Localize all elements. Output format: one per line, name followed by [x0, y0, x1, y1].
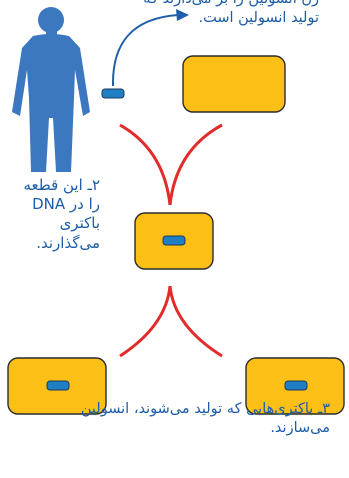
step2-caption-line: می‌گذارند.	[36, 233, 100, 252]
step3-caption: ۳ـ باکتری‌هایی که تولید می‌شوند، انسولین…	[80, 401, 330, 436]
divide-line-left	[119, 285, 172, 358]
merge-line-left	[119, 123, 172, 206]
insulin-gene-fragment	[101, 88, 125, 99]
divide-line-right	[168, 285, 223, 358]
step2-caption-line: را در DNA	[32, 195, 100, 214]
step2-caption: ۲ـ این قطعه را در DNA باکتری می‌گذارند.	[18, 176, 100, 253]
step1-caption-line1: ژن انسولین را بر می‌دارند که	[143, 0, 319, 9]
dna-fragment-right	[284, 380, 308, 391]
step1-caption: ژن انسولین را بر می‌دارند که تولید انسول…	[143, 0, 320, 27]
step1-caption-line2: تولید انسولین است.	[198, 9, 320, 26]
step2-caption-line: ۲ـ این قطعه	[23, 176, 100, 194]
step2-caption-line: باکتری	[59, 214, 100, 233]
arrow-head	[176, 9, 189, 21]
dna-fragment-left	[46, 380, 70, 391]
merge-line-right	[168, 123, 223, 206]
curved-arrow-icon	[111, 14, 179, 87]
human-silhouette-icon	[12, 7, 90, 172]
dna-fragment-middle	[162, 235, 186, 246]
bacterium-empty	[182, 55, 286, 113]
